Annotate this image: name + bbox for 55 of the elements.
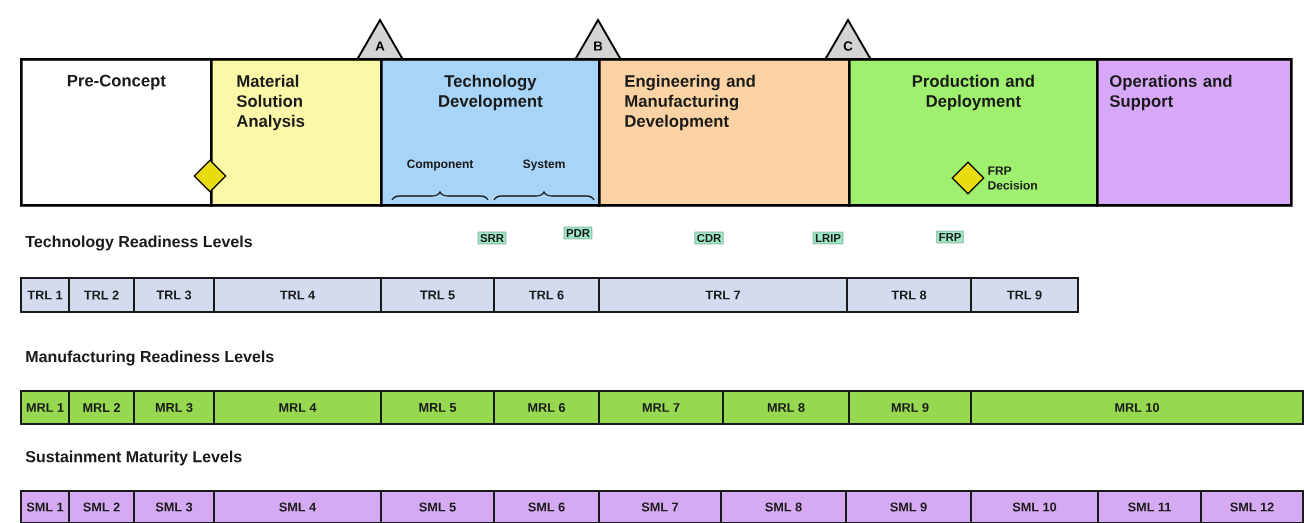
level-bar: TRL 3 — [133, 277, 215, 313]
level-bar: TRL 8 — [846, 277, 972, 313]
level-bar: SML 3 — [133, 490, 215, 523]
row-heading: Technology Readiness Levels — [25, 235, 252, 251]
node-label: SML 5 — [419, 502, 456, 512]
sub-phase-label: Component — [407, 159, 474, 171]
level-bar: MRL 9 — [848, 390, 972, 425]
phase-box: Operations and Support — [1096, 58, 1293, 207]
review-tag: PDR — [563, 226, 593, 240]
level-bar: MRL 3 — [133, 390, 215, 425]
node-label: SML 8 — [765, 502, 802, 512]
level-bar: SML 11 — [1097, 490, 1202, 523]
node-label: SML 4 — [279, 502, 317, 512]
node-label: SML 12 — [1230, 502, 1274, 512]
level-bar: MRL 2 — [68, 390, 135, 425]
level-bar: MRL 6 — [493, 390, 600, 425]
review-tag: FRP — [936, 230, 964, 244]
level-bar: MRL 1 — [20, 390, 70, 425]
level-bar: SML 8 — [720, 490, 847, 523]
sub-phase-label: System — [523, 159, 565, 171]
phase-box: Pre-Concept — [20, 58, 213, 207]
level-bar: SML 2 — [68, 490, 135, 523]
level-bar: TRL 2 — [68, 277, 135, 313]
level-bar: SML 1 — [20, 490, 70, 523]
row-heading: Sustainment Maturity Levels — [25, 450, 242, 466]
review-tag: CDR — [694, 231, 724, 245]
level-bar: TRL 9 — [970, 277, 1079, 313]
node-label: SML 6 — [528, 502, 565, 512]
node-label: SML 3 — [155, 502, 193, 512]
row-heading: Manufacturing Readiness Levels — [26, 350, 274, 366]
level-bar: TRL 5 — [380, 277, 495, 313]
level-bar: MRL 5 — [380, 390, 495, 425]
node-label: SML 10 — [1012, 502, 1057, 512]
level-bar: SML 10 — [970, 490, 1099, 523]
level-bar: TRL 1 — [20, 277, 70, 313]
level-bar: TRL 6 — [493, 277, 600, 313]
phase-box: Material Solution Analysis — [210, 58, 383, 207]
decision-diamond — [193, 159, 227, 193]
level-bar: MRL 7 — [598, 390, 724, 425]
level-bar: SML 12 — [1200, 490, 1304, 523]
node-label: MRL 10 — [1115, 403, 1159, 412]
node-label: SML 1 — [26, 502, 64, 512]
review-tag: LRIP — [812, 231, 844, 245]
phase-box: Engineering and Manufacturing Development — [598, 58, 851, 207]
level-bar: SML 7 — [598, 490, 722, 523]
diamond-caption: FRP Decision — [988, 166, 1037, 190]
node-label: SML 9 — [890, 502, 927, 512]
node-label: SML 7 — [641, 502, 679, 512]
level-bar: SML 5 — [380, 490, 495, 523]
level-bar: MRL 8 — [722, 390, 850, 425]
level-bar: SML 9 — [845, 490, 972, 523]
review-tag: SRR — [477, 231, 507, 245]
node-label: SML 2 — [83, 502, 120, 512]
node-label: SML 11 — [1128, 502, 1171, 512]
level-bar: SML 6 — [493, 490, 600, 523]
